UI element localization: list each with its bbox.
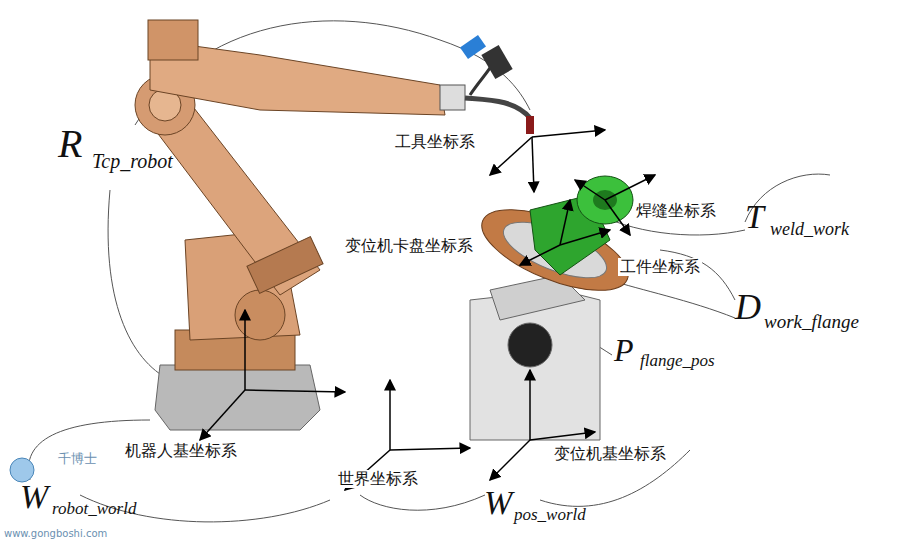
frame-symbol: D — [735, 288, 761, 328]
frame-subscript: weld_work — [770, 220, 849, 240]
frame-name: 焊缝坐标系 — [634, 202, 718, 220]
frame-subscript: pos_world — [514, 506, 586, 525]
watermark: www.gongboshi.com — [4, 528, 107, 539]
frame-symbol: P — [614, 333, 634, 368]
frame-name: 变位机卡盘坐标系 — [343, 237, 475, 255]
frame-name: 工具坐标系 — [393, 133, 477, 151]
frame-symbol: W — [20, 478, 48, 515]
frame-subscript: flange_pos — [640, 352, 715, 371]
watermark: 千博士 — [58, 452, 97, 466]
frame-subscript: work_flange — [764, 312, 859, 333]
frame-subscript: Tcp_robot — [92, 150, 173, 172]
frame-name: 世界坐标系 — [336, 470, 420, 488]
frame-subscript: robot_world — [52, 500, 136, 519]
frame-symbol: W — [484, 484, 512, 521]
frame-name: 工件坐标系 — [618, 258, 702, 276]
frame-name: 变位机基坐标系 — [552, 445, 668, 463]
frame-symbol: T — [745, 198, 764, 235]
frame-name: 机器人基坐标系 — [123, 442, 239, 460]
frame-symbol: R — [58, 122, 82, 166]
